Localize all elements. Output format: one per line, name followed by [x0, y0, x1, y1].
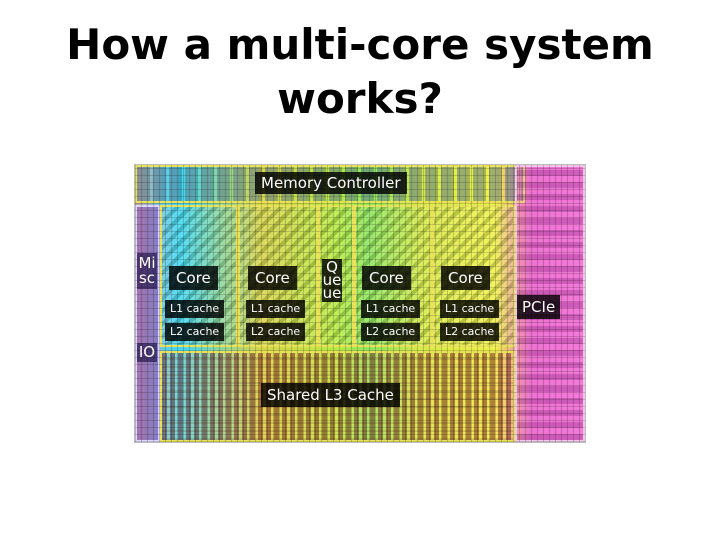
l1-cache-label: L1 cache — [361, 300, 420, 318]
cpu-die-image: Memory Controller Misc IO Core L1 cache … — [135, 165, 585, 442]
core-label: Core — [169, 266, 218, 290]
l2-cache-label: L2 cache — [361, 323, 420, 341]
pcie-label: PCIe — [517, 295, 560, 319]
l2-cache-label: L2 cache — [246, 323, 305, 341]
l3-cache-label: Shared L3 Cache — [261, 383, 400, 407]
core-label: Core — [362, 266, 411, 290]
slide-title: How a multi-core system works? — [0, 18, 720, 126]
l1-cache-label: L1 cache — [440, 300, 499, 318]
l1-cache-label: L1 cache — [246, 300, 305, 318]
io-label: IO — [137, 343, 157, 362]
l2-cache-label: L2 cache — [165, 323, 224, 341]
l2-cache-label: L2 cache — [440, 323, 499, 341]
memory-controller-label: Memory Controller — [255, 172, 407, 194]
queue-label: Queue — [322, 259, 342, 302]
l1-cache-label: L1 cache — [165, 300, 224, 318]
slide-title-line-1: How a multi-core system — [0, 18, 720, 72]
core-label: Core — [248, 266, 297, 290]
misc-label: Misc — [137, 253, 157, 289]
core-label: Core — [441, 266, 490, 290]
slide-title-line-2: works? — [0, 72, 720, 126]
